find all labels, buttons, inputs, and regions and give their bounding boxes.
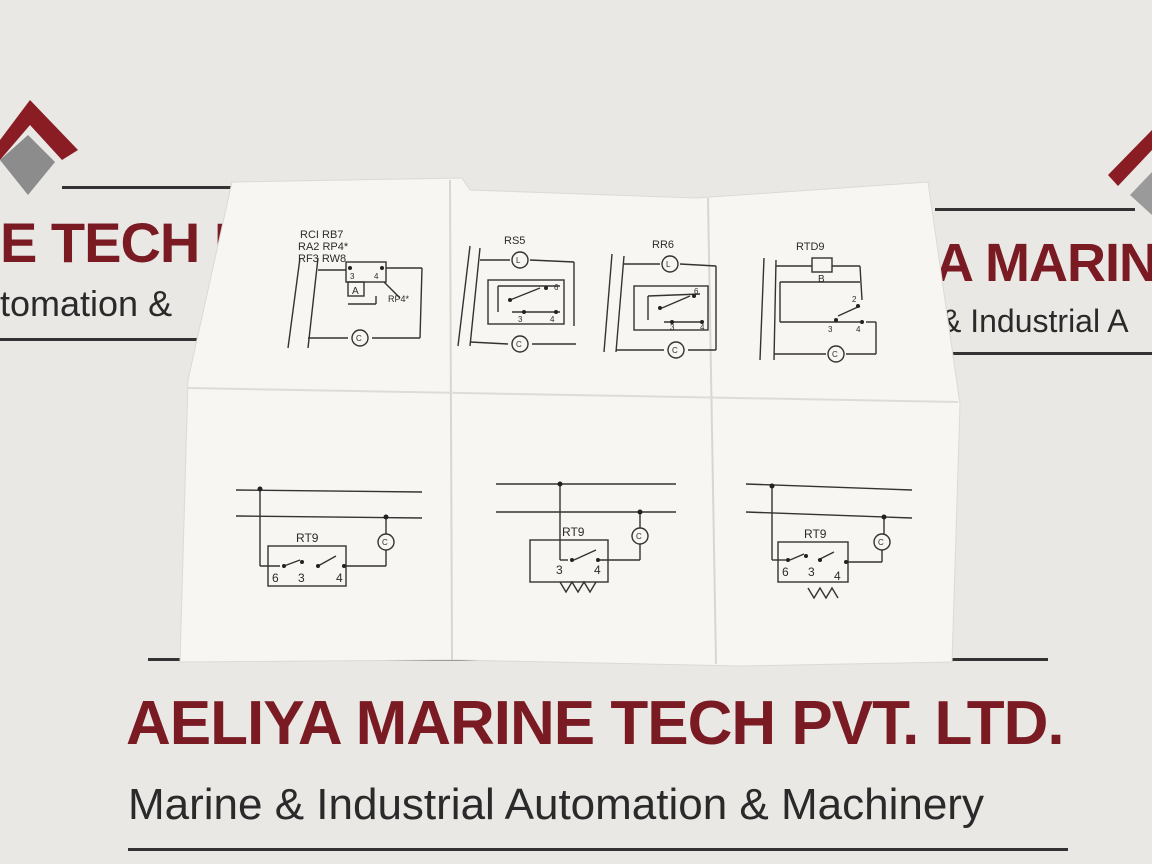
diagram-rci-title-line-1: RCI RB7 bbox=[300, 229, 343, 241]
paper-sheet bbox=[179, 177, 961, 667]
diagram-rci-coil-c: C bbox=[356, 334, 362, 343]
diagram-rs5-coil-l: L bbox=[516, 256, 521, 265]
diagram-rr6-coil-c: C bbox=[672, 346, 678, 355]
diagram-rci-contact-b: 4 bbox=[374, 272, 379, 281]
diagram-rt9-3-title: RT9 bbox=[804, 527, 827, 541]
diagram-rt9-2-terminal-4: 4 bbox=[594, 563, 601, 577]
fold-line-vertical-1 bbox=[449, 179, 453, 661]
diagram-rci-title-line-2: RA2 RP4* bbox=[298, 241, 349, 253]
diagram-rs5-terminal-4: 4 bbox=[550, 315, 555, 324]
diagram-rtd9-coil-b: B bbox=[818, 274, 825, 285]
diagram-rt9-3-terminal-4: 4 bbox=[834, 569, 841, 583]
diagram-rt9-2 bbox=[496, 482, 676, 594]
diagram-rt9-1-coil: C bbox=[382, 538, 388, 547]
diagram-rt9-2-title: RT9 bbox=[562, 525, 585, 539]
tagline-partial-left: tomation & bbox=[0, 283, 173, 324]
diagram-rtd9-coil-c: C bbox=[832, 350, 838, 359]
diagram-rr6-terminal-3: 3 bbox=[670, 323, 675, 332]
diagram-rt9-1-terminal-6: 6 bbox=[272, 571, 279, 585]
diagram-rtd9 bbox=[759, 257, 877, 363]
diagram-rr6 bbox=[603, 253, 717, 359]
diagram-rci-side-note: RP4* bbox=[388, 294, 410, 304]
tagline-partial-right: & Industrial A bbox=[940, 303, 1129, 339]
diagram-rt9-2-terminal-3: 3 bbox=[556, 563, 563, 577]
company-tagline: Marine & Industrial Automation & Machine… bbox=[128, 780, 984, 829]
diagram-rs5-terminal-6: 6 bbox=[554, 283, 559, 292]
diagram-rt9-3-terminal-6: 6 bbox=[782, 565, 789, 579]
diagram-rs5-terminal-3: 3 bbox=[518, 315, 523, 324]
diagram-rtd9-terminal-4: 4 bbox=[856, 325, 861, 334]
diagram-rci-title-line-3: RF3 RW8 bbox=[298, 253, 346, 265]
diagram-rr6-terminal-6: 6 bbox=[694, 287, 699, 296]
diagram-rtd9-terminal-3: 3 bbox=[828, 325, 833, 334]
diagram-rci-contact-a: 3 bbox=[350, 272, 355, 281]
diagram-rs5-title: RS5 bbox=[504, 235, 525, 247]
diagram-rtd9-terminal-2: 2 bbox=[852, 295, 857, 304]
logo-right-icon bbox=[1108, 130, 1152, 215]
diagram-rtd9-title: RTD9 bbox=[796, 241, 825, 253]
company-name-partial-right: A MARINE bbox=[935, 233, 1152, 293]
diagram-rt9-2-coil: C bbox=[636, 532, 642, 541]
diagram-rr6-title: RR6 bbox=[652, 239, 674, 251]
divider-left-top bbox=[62, 186, 242, 189]
diagram-rci bbox=[287, 257, 423, 349]
diagram-rt9-1-terminal-3: 3 bbox=[298, 571, 305, 585]
diagram-rs5 bbox=[457, 245, 576, 353]
divider-right-top bbox=[935, 208, 1135, 211]
divider-left-bottom bbox=[0, 338, 200, 341]
diagram-rr6-terminal-4: 4 bbox=[700, 323, 705, 332]
diagram-rt9-3-coil: C bbox=[878, 538, 884, 547]
diagram-rt9-3-terminal-3: 3 bbox=[808, 565, 815, 579]
diagram-rci-coil: A bbox=[352, 286, 359, 297]
diagram-rt9-1-title: RT9 bbox=[296, 531, 319, 545]
diagram-rt9-1-terminal-4: 4 bbox=[336, 571, 343, 585]
divider-main-bottom bbox=[128, 848, 1068, 851]
logo-left-icon bbox=[0, 100, 78, 195]
company-name: AELIYA MARINE TECH PVT. LTD. bbox=[126, 689, 1065, 758]
fold-line-vertical-2 bbox=[707, 197, 717, 665]
divider-right-bottom bbox=[950, 352, 1152, 355]
diagram-rr6-coil-l: L bbox=[666, 260, 671, 269]
fold-line-horizontal bbox=[187, 387, 959, 403]
diagram-rs5-coil-c: C bbox=[516, 340, 522, 349]
